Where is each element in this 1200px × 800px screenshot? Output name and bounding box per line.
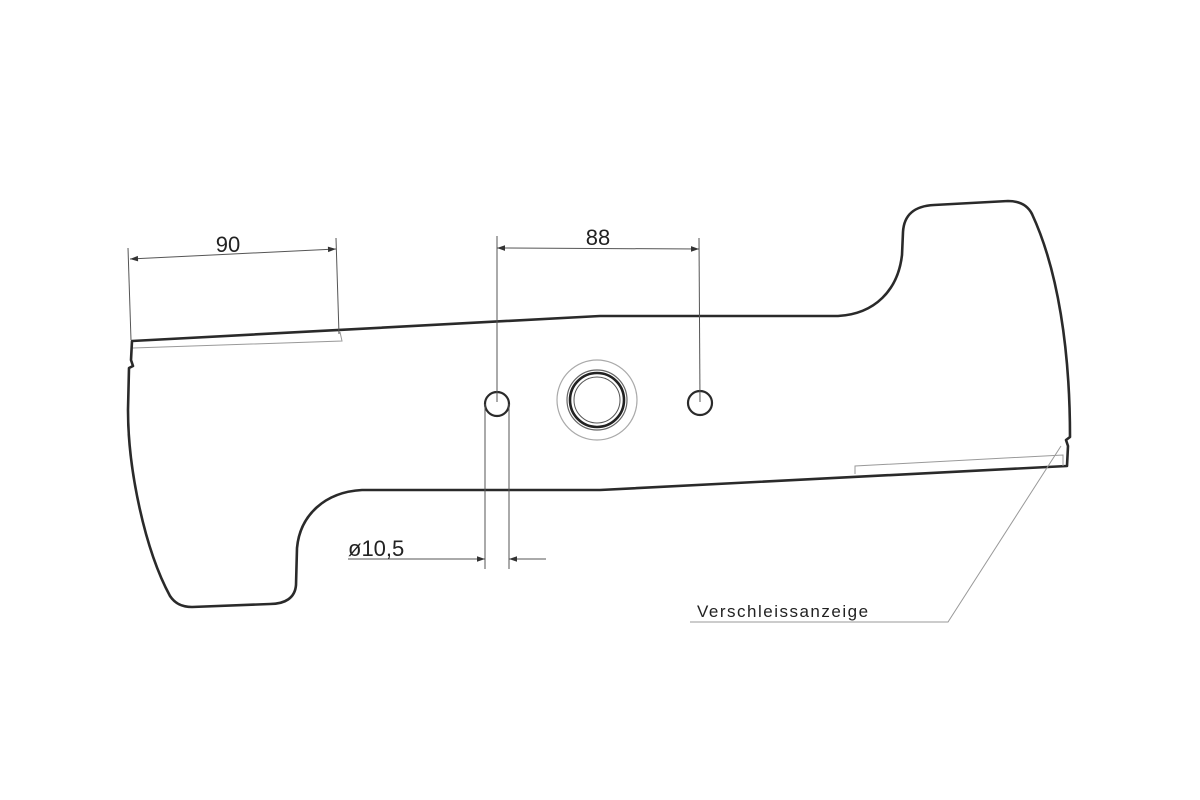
wear-indicator-label: Verschleissanzeige	[697, 602, 870, 621]
dimension-90-label: 90	[216, 232, 240, 257]
hole-diameter-label: ø10,5	[348, 536, 404, 561]
dimension-90: 90	[127, 232, 340, 341]
dimension-88: 88	[496, 225, 701, 403]
wear-indicator-callout: Verschleissanzeige	[690, 445, 1062, 623]
dimension-88-label: 88	[586, 225, 610, 250]
edge-wear-line-left	[132, 331, 343, 349]
center-hub	[556, 359, 638, 441]
blade-outline	[126, 199, 1072, 609]
dimension-hole-diameter: ø10,5	[348, 404, 546, 569]
edge-wear-line-right	[854, 454, 1064, 474]
